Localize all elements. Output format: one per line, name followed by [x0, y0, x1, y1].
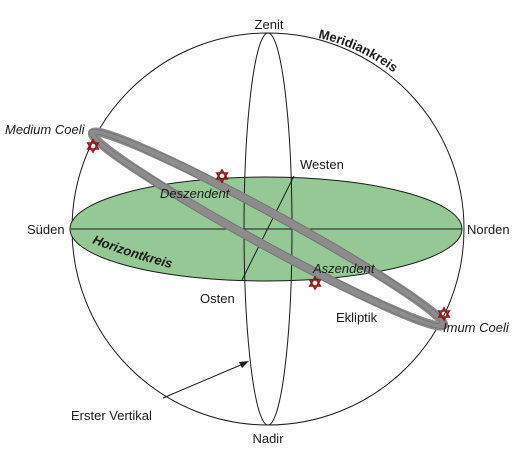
label-westen: Westen — [300, 157, 344, 172]
east-west-line — [241, 175, 295, 281]
label-aszendent: Aszendent — [312, 261, 376, 276]
star-of-david-icon — [215, 168, 229, 184]
label-erster-vertikal: Erster Vertikal — [71, 408, 152, 423]
label-deszendent: Deszendent — [160, 186, 231, 201]
label-ekliptik: Ekliptik — [336, 310, 378, 325]
label-zenit: Zenit — [255, 17, 284, 32]
label-medium-coeli: Medium Coeli — [5, 122, 86, 137]
star-of-david-icon — [308, 275, 322, 291]
ecliptic-band — [87, 127, 449, 331]
erster-vertikal-pointer — [162, 363, 244, 399]
label-sueden: Süden — [27, 222, 65, 237]
label-meridiankreis: Meridiankreis — [317, 26, 401, 75]
star-of-david-icon — [86, 138, 100, 154]
star-of-david-icon — [437, 306, 451, 322]
label-norden: Norden — [467, 222, 510, 237]
label-nadir: Nadir — [252, 431, 284, 446]
arrow-head-icon — [239, 361, 249, 368]
label-imum-coeli: Imum Coeli — [443, 320, 510, 335]
label-osten: Osten — [200, 291, 235, 306]
